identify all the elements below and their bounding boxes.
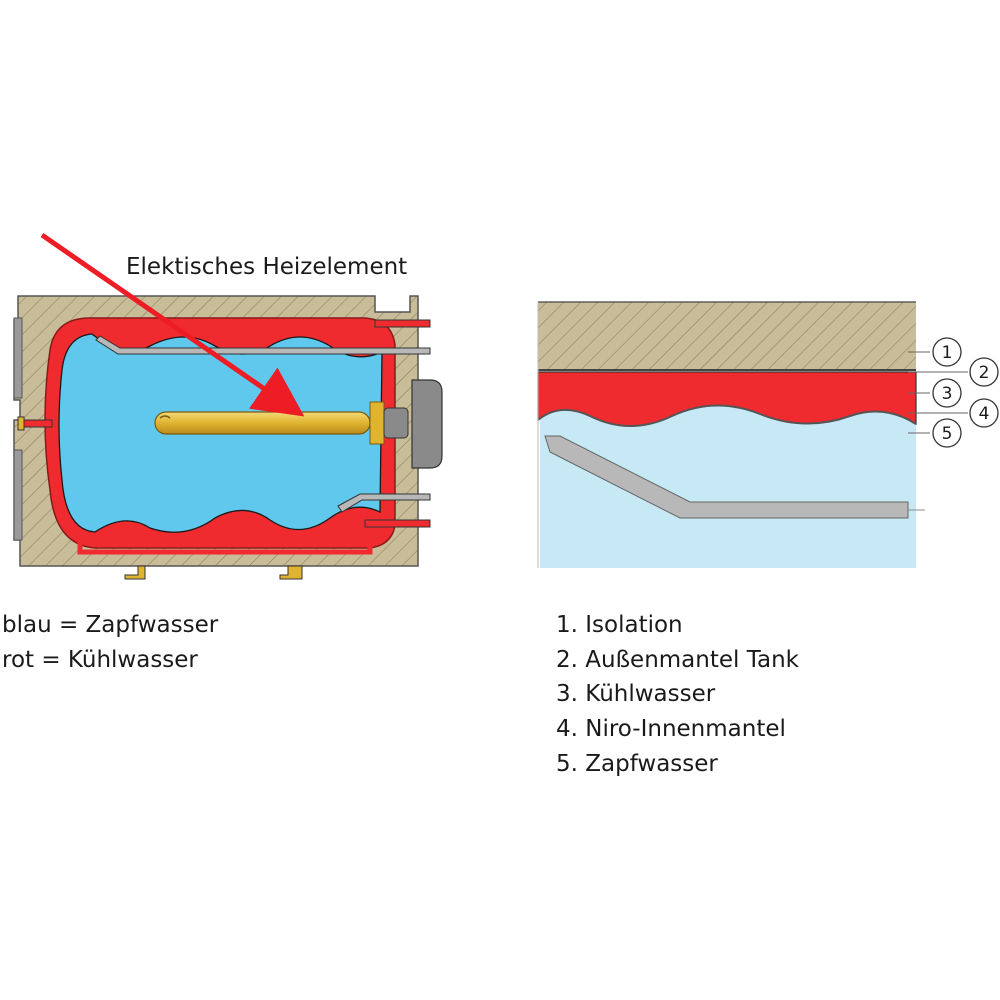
hot-water-outlet-pipe [95, 335, 431, 355]
cooling-pipe-bottom [364, 519, 431, 528]
drain-cap [17, 416, 25, 431]
callout-5: 5 [932, 418, 962, 448]
cold-water-inlet-pipe [337, 493, 431, 513]
svg-text:2: 2 [979, 363, 990, 383]
svg-text:5: 5 [942, 424, 953, 444]
callout-3: 3 [932, 378, 962, 408]
wall-bracket-bottom [13, 449, 23, 541]
heater-pointer-arrow [40, 232, 305, 417]
boiler-cross-section [13, 232, 443, 580]
control-box [411, 379, 443, 469]
layer-inner-shell [537, 404, 917, 427]
mounting-foot-right [279, 565, 303, 580]
svg-text:1: 1 [942, 343, 953, 363]
wall-bracket-top [13, 317, 23, 399]
legend-item-3: 3. Kühlwasser [556, 681, 716, 707]
svg-text:4: 4 [979, 404, 990, 424]
cooling-pipe-top [374, 319, 431, 328]
cooling-pipe-base [77, 532, 373, 555]
heater-label: Elektisches Heizelement [126, 254, 407, 280]
legend-item-5: 5. Zapfwasser [556, 751, 718, 777]
svg-text:3: 3 [942, 384, 953, 404]
legend-blue: blau = Zapfwasser [2, 612, 219, 638]
layer-insulation [538, 302, 916, 370]
heating-element-head [383, 407, 409, 439]
legend-item-4: 4. Niro-Innenmantel [556, 716, 786, 742]
heating-element-rod [154, 411, 371, 435]
drain-pipe [19, 419, 53, 428]
mounting-foot-left [124, 565, 146, 580]
callout-1: 1 [932, 337, 962, 367]
callout-4: 4 [969, 398, 999, 428]
heating-element-tip [159, 415, 171, 419]
legend-item-1: 1. Isolation [556, 612, 683, 638]
callout-2: 2 [969, 357, 999, 387]
wall-layer-detail: 1 2 3 4 5 [537, 301, 999, 568]
legend-item-2: 2. Außenmantel Tank [556, 647, 800, 673]
legend-red: rot = Kühlwasser [2, 647, 198, 673]
heating-element-flange [369, 401, 385, 445]
